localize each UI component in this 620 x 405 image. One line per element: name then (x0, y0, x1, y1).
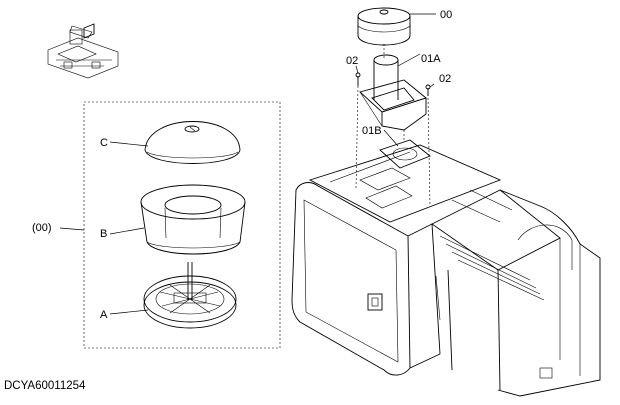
callout-02-left: 02 (346, 55, 358, 67)
bolt-02-left (355, 72, 361, 86)
machine-body (291, 144, 601, 397)
assembly-outline (83, 101, 281, 349)
alignment-lines (355, 44, 431, 207)
callout-00: 00 (440, 9, 452, 21)
callout-c: C (100, 137, 108, 149)
callout-a: A (100, 309, 108, 321)
part-01a-duct (359, 54, 427, 131)
callout-00-paren: (00) (32, 222, 52, 234)
bolt-02-right (425, 84, 431, 96)
callout-01b: 01B (362, 125, 382, 137)
machine-locator-icon (47, 23, 119, 79)
callout-01a: 01A (421, 53, 441, 65)
part-b-ring (140, 184, 246, 255)
part-00-cap (357, 7, 411, 46)
part-a-spinner (143, 262, 237, 329)
part-c-cap (144, 121, 241, 164)
callout-02-right: 02 (439, 73, 451, 85)
leader-lines (59, 13, 436, 315)
callout-b: B (100, 228, 107, 240)
drawing-code: DCYA60011254 (4, 380, 86, 392)
